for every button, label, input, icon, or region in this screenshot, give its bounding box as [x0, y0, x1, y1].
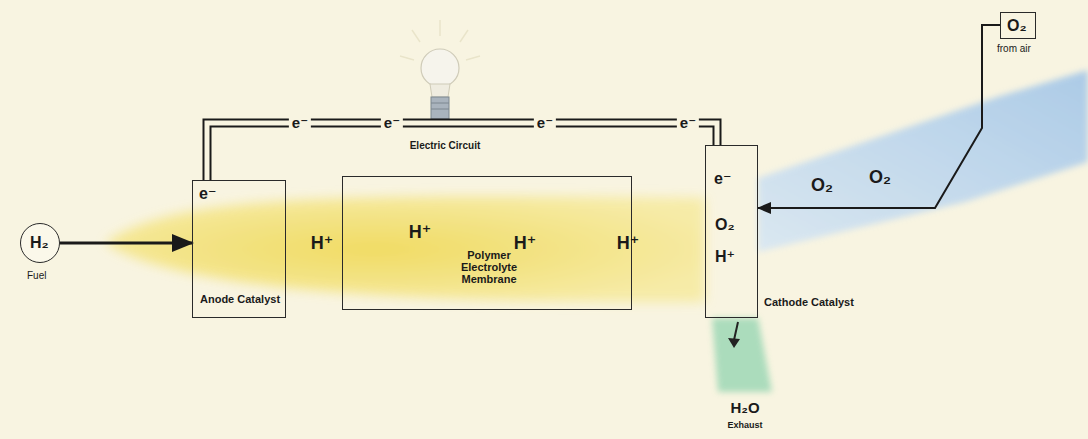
circuit-label: Electric Circuit [410, 140, 481, 151]
proton-label: H⁺ [311, 234, 334, 254]
electron-label: e⁻ [289, 115, 311, 132]
electron-label: e⁻ [381, 115, 403, 132]
anode-label: Anode Catalyst [200, 293, 280, 305]
proton-label: H⁺ [715, 248, 735, 266]
light-bulb [400, 20, 480, 119]
water-arrow-head [728, 338, 740, 348]
cathode-box: e⁻O₂H⁺Cathode Catalyst [705, 145, 758, 318]
membrane-label: Polymer Electrolyte Membrane [443, 249, 535, 285]
water-label: H₂O [730, 400, 759, 417]
oxygen-label: O₂ [811, 176, 833, 196]
anode-box: e⁻ Anode Catalyst [192, 180, 286, 318]
membrane-box: Polymer Electrolyte Membrane [342, 176, 632, 310]
air-flow [758, 70, 1088, 252]
proton-label: H⁺ [514, 234, 537, 254]
proton-label: H⁺ [617, 234, 640, 254]
fuel-caption: Fuel [27, 270, 46, 281]
air-arrow [758, 25, 1000, 208]
air-arrow-group [758, 25, 1000, 208]
circuit-wire [207, 123, 717, 180]
air-box: O₂from air [1000, 12, 1036, 39]
oxygen-label: O₂ [1007, 17, 1027, 35]
cathode-label: Cathode Catalyst [764, 296, 854, 308]
water-arrow [734, 322, 738, 340]
proton-label: H⁺ [409, 223, 432, 243]
fuel-arrow [60, 242, 192, 245]
oxygen-label: O₂ [715, 216, 735, 234]
fuel-circle: H₂Fuel [20, 223, 60, 263]
circuit-wire-core [207, 123, 717, 180]
electron-label: e⁻ [199, 185, 216, 203]
fuel-arrow-group [60, 243, 192, 244]
proton-flow [105, 196, 705, 302]
air-caption: from air [997, 43, 1031, 54]
electron-label: e⁻ [677, 115, 699, 132]
oxygen-label: O₂ [869, 168, 891, 188]
circuit-wire-group [207, 123, 717, 180]
electron-label: e⁻ [534, 115, 556, 132]
fuel-formula: H₂ [30, 234, 49, 252]
electron-label: e⁻ [714, 170, 731, 188]
water-flow [712, 318, 772, 392]
exhaust-label: Exhaust [727, 421, 762, 431]
